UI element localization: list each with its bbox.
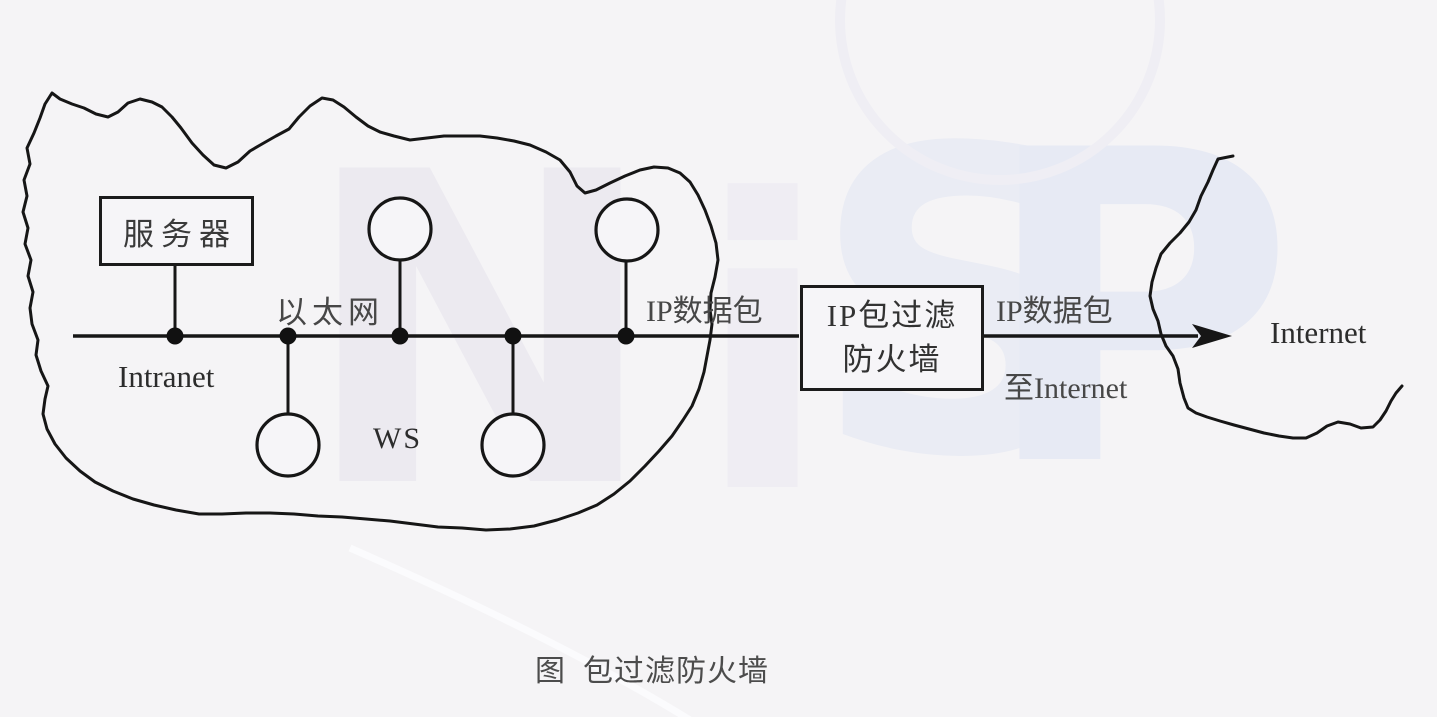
firewall-box: IP包过滤 防火墙 (800, 285, 984, 391)
ip-packet-label-outside: IP数据包 (996, 295, 1113, 328)
workstation-node-icon (367, 196, 433, 262)
bus-tap-dot (617, 327, 635, 345)
bus-tap-dot (391, 327, 409, 345)
intranet-label: Intranet (118, 359, 215, 394)
bus-tap-dot (504, 327, 522, 345)
watermark-letter-p: P (980, 61, 1296, 561)
watermark-arc-icon (835, 0, 1165, 185)
arrowhead-icon (1192, 324, 1232, 348)
workstation-node-icon (255, 412, 321, 478)
workstation-node-icon (594, 197, 660, 263)
figure-caption: 图 包过滤防火墙 (535, 655, 769, 688)
internet-label: Internet (1270, 315, 1367, 350)
firewall-label-line1: IP包过滤 (826, 298, 958, 333)
ip-packet-label-inside: IP数据包 (646, 295, 763, 328)
ws-label: WS (373, 422, 422, 455)
to-internet-label: 至Internet (1004, 372, 1128, 405)
intranet-cloud-outline (21, 91, 720, 532)
internet-boundary-squiggle (1148, 154, 1404, 440)
bus-tap-dot (279, 327, 297, 345)
firewall-label-line2: 防火墙 (842, 342, 942, 377)
bus-tap-dot (166, 327, 184, 345)
workstation-node-icon (480, 412, 546, 478)
server-box: 服务器 (99, 196, 254, 266)
server-label: 服务器 (123, 216, 237, 252)
watermark-swoosh-icon (348, 544, 692, 717)
ethernet-label: 以太网 (276, 295, 384, 330)
